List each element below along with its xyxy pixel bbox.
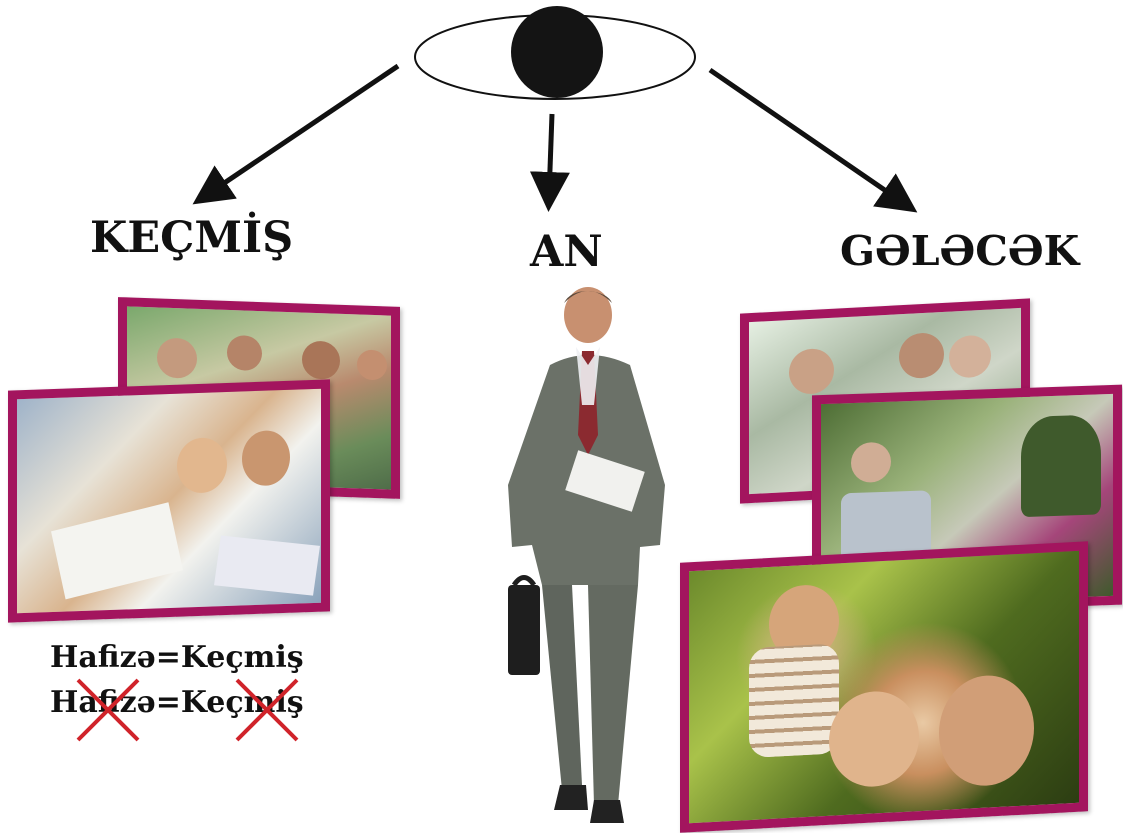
memory-equation-true: Hafizə=Keçmiş xyxy=(50,640,304,675)
arrow-to-present xyxy=(529,113,570,212)
photo-future-family-happy xyxy=(680,541,1088,833)
walking-businessman-image xyxy=(508,287,665,823)
arrow-to-future xyxy=(708,67,918,213)
label-present: AN xyxy=(530,227,603,277)
label-future: GƏLƏCƏK xyxy=(840,227,1080,275)
eye-icon xyxy=(414,6,696,100)
memory-equation-crossed: Hafizə=Keçmiş xyxy=(50,685,304,720)
arrow-to-past xyxy=(192,63,400,205)
label-past: KEÇMİŞ xyxy=(90,213,294,263)
photo-past-office-meeting xyxy=(8,379,330,623)
